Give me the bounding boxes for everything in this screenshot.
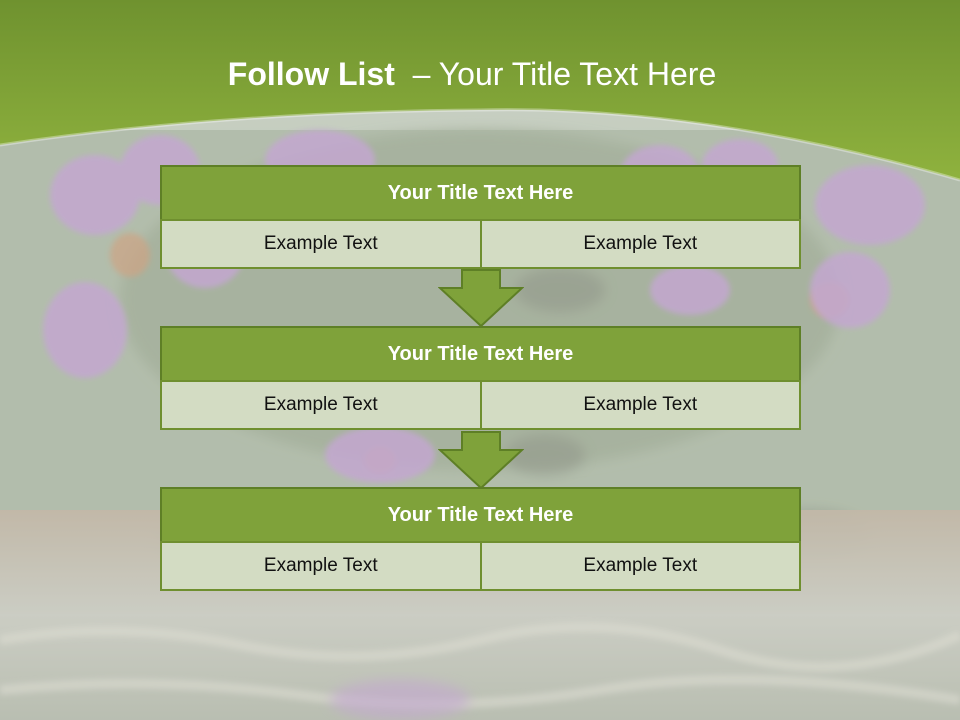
block-cell-right: Example Text [479,380,801,430]
block-cell-left: Example Text [160,380,482,430]
header-band [0,0,960,182]
block-title: Your Title Text Here [160,165,801,221]
slide-title: Follow List – Your Title Text Here [0,56,944,93]
arrow-down-icon [438,431,524,490]
arrow-down-icon [438,269,524,328]
follow-block-1: Your Title Text Here Example Text Exampl… [160,165,801,269]
block-title: Your Title Text Here [160,326,801,382]
block-cell-left: Example Text [160,219,482,269]
title-lead: Follow List [227,56,395,92]
follow-block-2: Your Title Text Here Example Text Exampl… [160,326,801,430]
block-cell-right: Example Text [479,219,801,269]
title-rest: – Your Title Text Here [394,56,717,92]
block-cell-right: Example Text [479,541,801,591]
block-row: Example Text Example Text [160,380,801,430]
block-row: Example Text Example Text [160,541,801,591]
block-row: Example Text Example Text [160,219,801,269]
block-cell-left: Example Text [160,541,482,591]
follow-block-3: Your Title Text Here Example Text Exampl… [160,487,801,591]
block-title: Your Title Text Here [160,487,801,543]
